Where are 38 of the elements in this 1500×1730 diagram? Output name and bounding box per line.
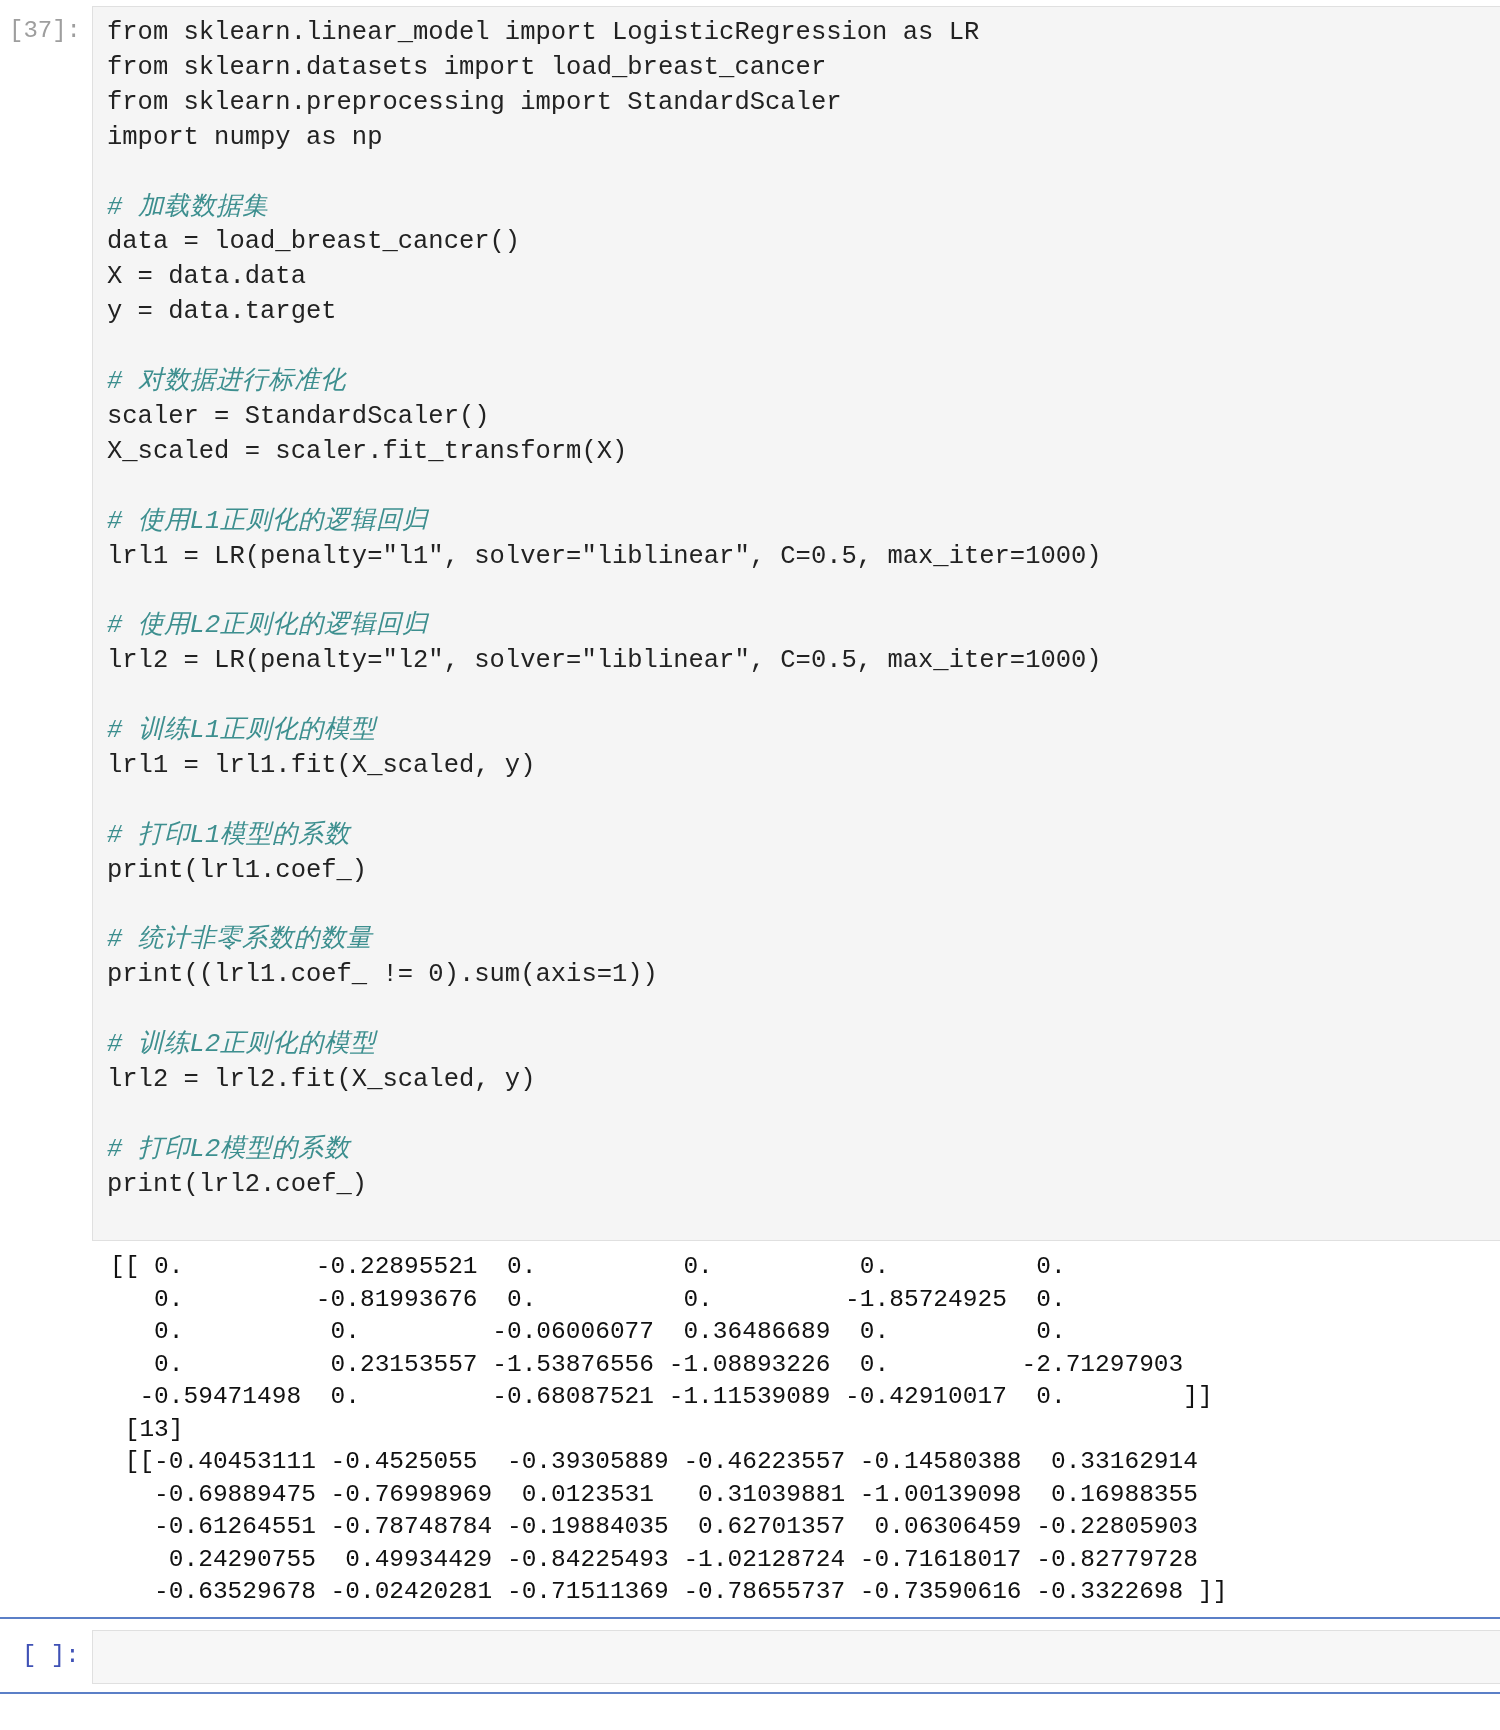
output-line: 0.24290755 0.49934429 -0.84225493 -1.02128724 -0.71618017 -0.82779728 <box>167 1544 1198 1575</box>
code-line: print(lrl2.coef_) <box>107 1168 368 1201</box>
output-line: 0. 0.23153557 -1.53876556 -1.08893226 0. -2.71297903 <box>153 1349 1184 1380</box>
code-comment: # 对数据进行标准化 <box>107 366 346 398</box>
code-line: data = load_breast_cancer() <box>107 226 521 259</box>
code-line: import numpy as np <box>107 121 383 154</box>
code-line: lrl1 = lrl1.fit(X_scaled, y) <box>107 749 536 782</box>
output-line: -0.61264551 -0.78748784 -0.19884035 0.62701357 0.06306459 -0.22805903 <box>153 1512 1198 1542</box>
code-comment: # 统计非零系数的数量 <box>107 923 372 957</box>
code-line: scaler = StandardScaler() <box>107 400 490 433</box>
output-line: [[-0.40453111 -0.4525055 -0.39305889 -0.46223557 -0.14580388 0.33162914 <box>123 1447 1198 1477</box>
output-line: 0. 0. -0.06006077 0.36486689 0. 0. <box>153 1317 1066 1347</box>
code-comment: # 加载数据集 <box>107 191 268 224</box>
execution-prompt: [ ]: <box>22 1641 80 1671</box>
code-line: y = data.target <box>107 296 337 329</box>
code-line: lrl1 = LR(penalty="l1", solver="liblinear", C=0.5, max_iter=1000) <box>107 540 1102 573</box>
code-line: X_scaled = scaler.fit_transform(X) <box>107 435 628 468</box>
code-comment: # 打印L1模型的系数 <box>107 819 351 852</box>
code-line: from sklearn.linear_model import LogisticRegression as LR <box>107 17 980 49</box>
code-line: lrl2 = lrl2.fit(X_scaled, y) <box>107 1064 536 1096</box>
output-line: [13] <box>123 1414 184 1445</box>
code-comment: # 打印L2模型的系数 <box>107 1133 351 1166</box>
code-line: print(lrl1.coef_) <box>107 854 368 887</box>
code-comment: # 训练L2正则化的模型 <box>107 1029 377 1062</box>
code-line: X = data.data <box>107 261 306 294</box>
output-line: -0.59471498 0. -0.68087521 -1.11539089 -0.42910017 0. ]] <box>138 1382 1213 1412</box>
code-line: lrl2 = LR(penalty="l2", solver="liblinear", C=0.5, max_iter=1000) <box>107 645 1102 678</box>
output-line: -0.69889475 -0.76998969 0.0123531 0.31039881 -1.00139098 0.16988355 <box>153 1479 1198 1510</box>
execution-prompt: [37]: <box>9 16 81 46</box>
code-line: from sklearn.datasets import load_breast_cancer <box>107 51 827 84</box>
output-line: [[ 0. -0.22895521 0. 0. 0. 0. <box>110 1252 1066 1282</box>
code-comment: # 使用L2正则化的逻辑回归 <box>107 610 429 643</box>
code-comment: # 训练L1正则化的模型 <box>107 715 377 747</box>
code-line: print((lrl1.coef_ != 0).sum(axis=1)) <box>107 959 658 992</box>
code-comment: # 使用L1正则化的逻辑回归 <box>107 505 429 538</box>
code-line: from sklearn.preprocessing import StandardScaler <box>107 86 842 119</box>
output-line: -0.63529678 -0.02420281 -0.71511369 -0.78655737 -0.73590616 -0.3322698 ]] <box>153 1577 1228 1607</box>
output-line: 0. -0.81993676 0. 0. -1.85724925 0. <box>153 1284 1066 1315</box>
